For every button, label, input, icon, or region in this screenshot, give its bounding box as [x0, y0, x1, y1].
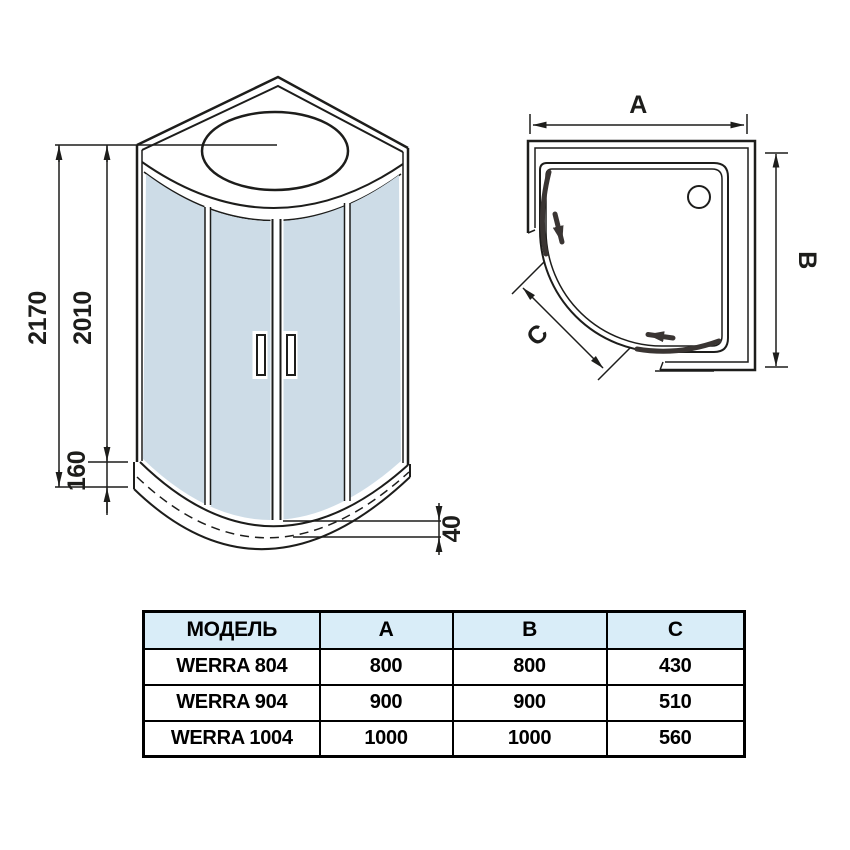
ext-line-c-lower: [597, 347, 631, 381]
front-view: 2170 2010 160 40: [24, 75, 466, 555]
door-panel-bottom: [634, 338, 722, 354]
tray-dashed-curve: [136, 471, 410, 539]
cell-a: 900: [318, 683, 454, 722]
sliding-doors: [539, 169, 722, 354]
door-direction-arrow-down: [552, 211, 565, 245]
cell-b: 900: [451, 683, 608, 722]
cell-a: 1000: [318, 719, 454, 758]
shower-tray-front: [133, 461, 411, 551]
door-handles: [252, 331, 298, 379]
header-model: МОДЕЛЬ: [142, 610, 321, 650]
dim-label-total-height: 2170: [24, 291, 52, 345]
header-c: C: [605, 610, 746, 650]
panel-separators: [204, 202, 351, 506]
door-panel-left: [539, 169, 552, 257]
top-view: A B C: [511, 91, 821, 381]
shower-cabin-drawing: 2170 2010 160 40 A: [24, 75, 821, 555]
wall-profiles: [526, 139, 757, 372]
cell-model: WERRA 1004: [142, 719, 321, 758]
cell-c: 430: [605, 647, 746, 686]
dim-label-a: A: [629, 91, 647, 119]
door-direction-arrow-left: [645, 331, 676, 343]
drain-icon: [687, 185, 711, 209]
front-dimensions: 2170 2010 160 40: [24, 144, 466, 555]
header-a: A: [318, 610, 454, 650]
right-handle-icon: [286, 334, 296, 376]
dim-label-apron-height: 40: [438, 516, 466, 543]
cell-model: WERRA 904: [142, 683, 321, 722]
tray-rim-curve: [139, 461, 409, 528]
center-mullion: [270, 219, 284, 520]
table-row: WERRA 804 800 800 430: [142, 647, 746, 686]
spec-table: МОДЕЛЬ A B C WERRA 804 800 800 430 WERRA…: [142, 610, 746, 758]
table-row: WERRA 904 900 900 510: [142, 683, 746, 722]
ext-line-c-upper: [511, 261, 545, 295]
cabin-top-outer-edge: [136, 75, 409, 150]
cell-b: 1000: [451, 719, 608, 758]
dim-label-tray-height: 160: [63, 451, 91, 491]
cell-c: 560: [605, 719, 746, 758]
cell-c: 510: [605, 683, 746, 722]
dim-label-c: C: [521, 319, 554, 352]
roof-dome: [200, 110, 350, 192]
table-row: WERRA 1004 1000 1000 560: [142, 719, 746, 758]
cabin-top-inner-edge: [141, 84, 404, 153]
cell-model: WERRA 804: [142, 647, 321, 686]
tray-bottom-curve: [133, 476, 411, 551]
left-handle-icon: [256, 334, 266, 376]
cell-b: 800: [451, 647, 608, 686]
dim-line-c: [522, 287, 604, 369]
valance-upper-curve: [141, 161, 404, 209]
header-b: B: [451, 610, 608, 650]
side-frames: [135, 145, 410, 468]
shower-tray-plan: [539, 162, 729, 353]
dim-label-glass-height: 2010: [69, 291, 97, 345]
spec-table-header-row: МОДЕЛЬ A B C: [142, 610, 746, 650]
dim-label-b: B: [793, 251, 821, 269]
cell-a: 800: [318, 647, 454, 686]
